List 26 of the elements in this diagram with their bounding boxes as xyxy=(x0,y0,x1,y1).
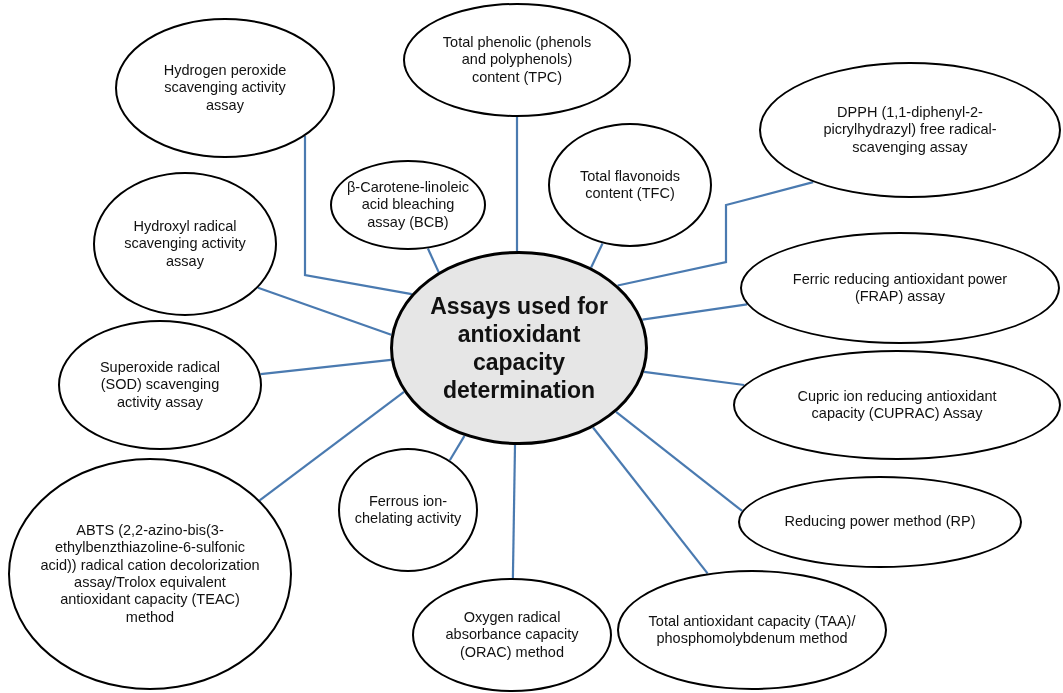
connector-line xyxy=(448,435,466,461)
connector-line xyxy=(642,303,748,321)
connector-line xyxy=(643,370,745,387)
connector-line xyxy=(257,286,392,336)
assay-label: Superoxide radical (SOD) scavenging activity assay xyxy=(98,358,222,412)
connector-line xyxy=(426,248,440,273)
assay-label: Oxygen radical absorbance capacity (ORAC) method xyxy=(444,608,580,662)
connector-line xyxy=(303,136,412,296)
assay-label: Hydroxyl radical scavenging activity assay xyxy=(123,217,247,271)
assay-label: Total antioxidant capacity (TAA)/ phosphomolybdenum method xyxy=(647,612,857,648)
assay-label: DPPH (1,1-diphenyl-2-picrylhydrazyl) free radical-scavenging assay xyxy=(822,103,998,157)
assay-label: Hydrogen peroxide scavenging activity assay xyxy=(162,61,288,115)
connector-line xyxy=(260,358,392,376)
assay-label: Reducing power method (RP) xyxy=(783,513,977,531)
connector-line xyxy=(515,117,519,251)
assay-label: Total flavonoids content (TFC) xyxy=(579,167,681,203)
assay-label: ABTS (2,2-azino-bis(3-ethylbenzthiazoline-6-sulfonic acid)) radical cation decolorization assay/Trolox equivalent antioxidant capacity (TEAC) method xyxy=(40,521,260,627)
connector-line xyxy=(617,181,814,287)
connector-line xyxy=(615,411,743,512)
assay-label: Ferric reducing antioxidant power (FRAP) assay xyxy=(791,270,1009,306)
assay-label: Cupric ion reducing antioxidant capacity (CUPRAC) Assay xyxy=(796,387,998,423)
connector-line xyxy=(511,444,517,578)
assay-label: β-Carotene-linoleic acid bleaching assay (BCB) xyxy=(346,178,470,232)
assay-label: Total phenolic (phenols and polyphenols) content (TPC) xyxy=(441,33,593,87)
hub-title: Assays used for antioxidant capacity determination xyxy=(429,291,609,405)
assay-label: Ferrous ion-chelating activity xyxy=(353,492,463,528)
